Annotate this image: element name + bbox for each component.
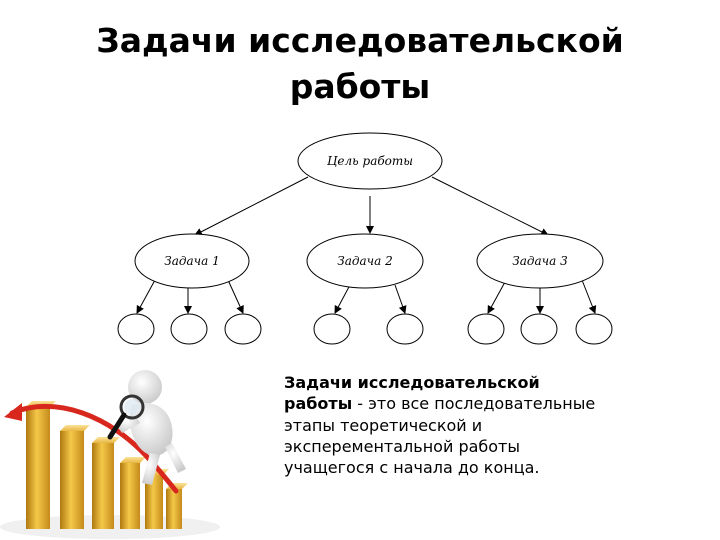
- gold-bar: [120, 457, 146, 529]
- leaf-node: [224, 313, 262, 345]
- hierarchy-diagram: Цель работы Задача 1 Задача 2 Задача 3: [117, 132, 613, 345]
- definition-paragraph: Задачи исследовательской работы - это вс…: [284, 372, 704, 478]
- leaf-node: [170, 313, 208, 345]
- definition-text-line-2: этапы теоретической и: [284, 415, 483, 435]
- arrow-root-to-task-1: [194, 176, 309, 236]
- red-trend-arrow: [9, 403, 179, 494]
- task-node-1-label: Задача 1: [164, 254, 219, 268]
- arrow-task2-child-2: [394, 284, 407, 314]
- root-node: [297, 132, 443, 190]
- arrow-task2-child-1: [334, 284, 351, 314]
- definition-text-line-1: - это все последовательные: [352, 394, 596, 414]
- task-node-3-label: Задача 3: [512, 254, 568, 268]
- leaf-node: [313, 313, 351, 345]
- arrow-task3-child-3: [581, 279, 597, 314]
- arrow-task1-child-1: [136, 279, 156, 314]
- definition-term-line-2: работы: [284, 394, 353, 414]
- arrow-task1-child-3: [227, 279, 244, 314]
- red-arrowhead: [4, 403, 22, 421]
- definition-text-line-4: учащегося с начала до конца.: [284, 458, 540, 478]
- leaf-node: [520, 313, 558, 345]
- definition-term-line-1: Задачи исследовательской: [284, 373, 540, 392]
- gold-bar: [92, 437, 120, 529]
- leaf-node: [575, 313, 613, 345]
- task-node-2-label: Задача 2: [337, 254, 392, 268]
- arrow-task3-child-1: [487, 281, 506, 314]
- title-line-2: работы: [289, 67, 431, 107]
- arrow-root-to-task-3: [431, 176, 549, 236]
- root-node-label: Цель работы: [327, 154, 413, 168]
- slide-title: Задачи исследовательской работы: [0, 18, 720, 110]
- gold-bar: [26, 401, 56, 529]
- definition-text-line-3: эксперементальной работы: [284, 436, 521, 456]
- task-node-1: [134, 233, 250, 289]
- leaf-node: [386, 313, 424, 345]
- growth-chart-with-magnifier-figure-icon: [0, 370, 220, 539]
- title-line-1: Задачи исследовательской: [96, 21, 624, 60]
- task-node-2: [306, 233, 424, 289]
- leaf-node: [117, 313, 155, 345]
- leaf-node: [467, 313, 505, 345]
- task-node-3: [476, 233, 604, 289]
- person-with-magnifier-figure: [107, 370, 186, 485]
- gold-bar: [60, 425, 90, 529]
